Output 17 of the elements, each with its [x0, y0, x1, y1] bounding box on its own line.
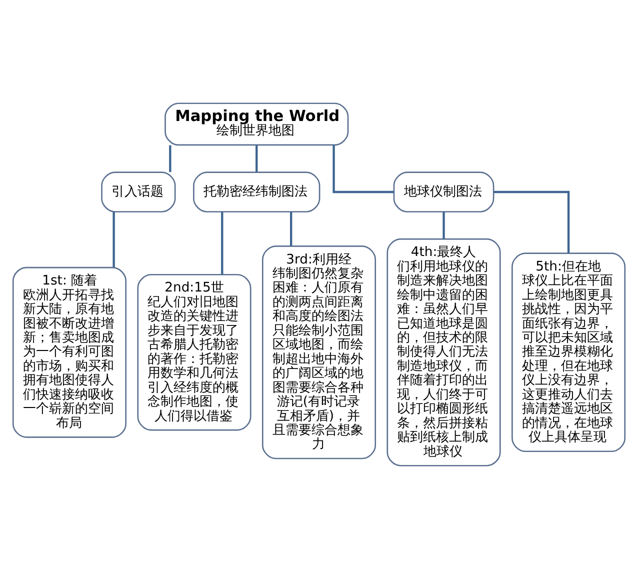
connector	[221, 212, 224, 275]
node-box: 3rd:利用经纬制图仍然复杂困难：人们原有的测两点间距离和高度的绘图法只能绘制小范围区域地图，而绘制超出地中海外的广阔区域的地图需要综合各种游记(有时记录互相矛盾)，并且需要综合想象力	[262, 246, 376, 460]
connector	[332, 145, 394, 194]
node-box: 地球仪制图法	[393, 172, 494, 212]
connector	[290, 212, 292, 246]
connector	[494, 190, 570, 254]
node-box: 托勒密经纬制图法	[193, 172, 320, 212]
node-box: 2nd:15世纪人们对旧地图改造的关键性进步来自于发现了古希腊人托勒密的著作：托勒密用数学和几何法引入经纬度的概念制作地图，使人们得以借鉴	[137, 274, 252, 431]
node-box: 4th:最终人们利用地球仪的制造来解决地图绘制中遗留的困难：虽然人们早已知道地球是圆的，但技术的限制使得人们无法制造地球仪，而伴随着打印的出现，人们终于可以打印椭圆形纸条，然后拼接粘贴到纸核上制成地球仪	[386, 238, 501, 466]
connector	[112, 212, 115, 268]
connector	[442, 212, 445, 239]
connector	[256, 145, 258, 172]
node-box: 5th:但在地球仪上比在平面上绘制地图更具挑战性，因为平面纸张有边界，可以把未知区域推至边界模糊化处理，但在地球仪上没有边界，这更推动人们去搞清楚遥远地区的情况，在地球仪上具体呈现	[512, 252, 626, 452]
connector	[169, 145, 172, 172]
node-box: Mapping the World 绘制世界地图	[164, 102, 349, 146]
node-box: 1st: 随着欧洲人开拓寻找新大陆，原有地图被不断改进增新；售卖地图成为一个有利可图的市场，购买和拥有地图使得人们快速接纳吸收一个崭新的空间布局	[12, 266, 126, 438]
node-box: 引入话题	[101, 172, 176, 212]
